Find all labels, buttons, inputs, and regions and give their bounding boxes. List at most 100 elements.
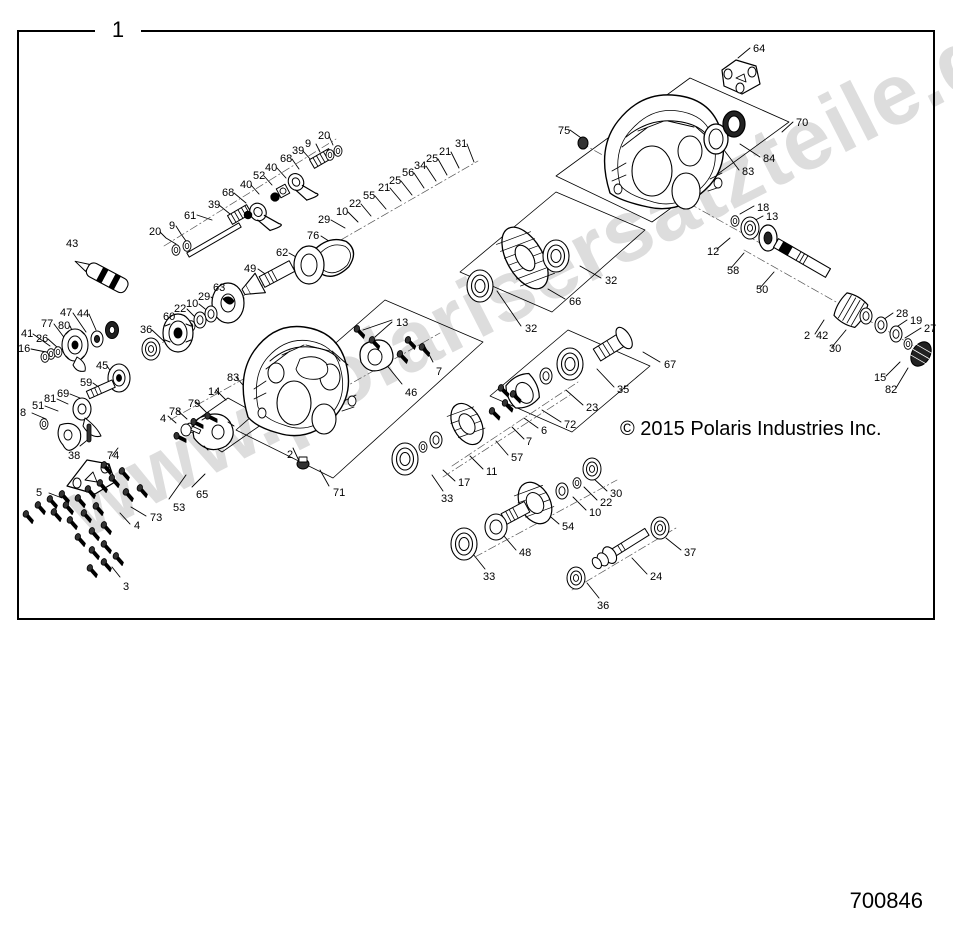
callout-number: 83 <box>742 166 755 178</box>
callout-number: 21 <box>439 146 452 158</box>
callout-number: 31 <box>455 138 468 150</box>
callout-number: 70 <box>796 117 809 129</box>
callout-number: 37 <box>684 547 697 559</box>
callout-number: 75 <box>558 125 571 137</box>
callout-number: 59 <box>80 377 93 389</box>
callout-number: 61 <box>184 210 197 222</box>
callout-number: 74 <box>107 450 120 462</box>
callout-number: 56 <box>402 167 415 179</box>
callout-number: 33 <box>483 571 496 583</box>
callout-number: 44 <box>77 308 90 320</box>
callout-number: 22 <box>600 497 613 509</box>
callout-number: 7 <box>526 436 533 448</box>
callout-number: 68 <box>280 153 293 165</box>
callout-number: 11 <box>486 466 498 478</box>
callout-number: 18 <box>757 202 770 214</box>
callout-number: 15 <box>874 372 887 384</box>
callout-number: 53 <box>173 502 186 514</box>
callout-number: 77 <box>41 318 54 330</box>
callout-number: 29 <box>318 214 331 226</box>
callout-number: 26 <box>36 333 49 345</box>
callout-number: 83 <box>227 372 240 384</box>
diagram-reference-number: 700846 <box>849 888 923 913</box>
callout-number: 57 <box>511 452 524 464</box>
callout-number: 36 <box>597 600 610 612</box>
callout-number: 8 <box>20 407 27 419</box>
callout-number: 42 <box>816 330 829 342</box>
callout-number: 20 <box>318 130 331 142</box>
callout-number: 33 <box>441 493 454 505</box>
callout-number: 39 <box>292 145 305 157</box>
callout-number: 58 <box>727 265 740 277</box>
callout-number: 48 <box>519 547 532 559</box>
callout-number: 4 <box>134 520 141 532</box>
callout-number: 22 <box>174 303 187 315</box>
callout-number: 49 <box>244 263 257 275</box>
callout-number: 46 <box>405 387 418 399</box>
callout-number: 36 <box>140 324 153 336</box>
callout-number: 40 <box>240 179 253 191</box>
callout-number: 43 <box>66 238 79 250</box>
callout-number: 6 <box>541 425 548 437</box>
callout-number: 73 <box>150 512 163 524</box>
callout-number: 28 <box>896 308 909 320</box>
callout-number: 5 <box>36 487 43 499</box>
callout-number: 12 <box>707 246 720 258</box>
callout-number: 25 <box>389 175 402 187</box>
callout-number: 10 <box>336 206 349 218</box>
callout-number: 55 <box>363 190 376 202</box>
callout-number: 30 <box>610 488 623 500</box>
callout-number: 66 <box>569 296 582 308</box>
callout-number: 39 <box>208 199 221 211</box>
callout-number: 22 <box>349 198 362 210</box>
callout-number: 32 <box>525 323 538 335</box>
callout-number: 32 <box>605 275 618 287</box>
callout-number: 78 <box>169 406 182 418</box>
callout-number: 14 <box>208 386 221 398</box>
callout-number: 41 <box>21 328 34 340</box>
callout-number: 20 <box>149 226 162 238</box>
callout-number: 60 <box>163 311 176 323</box>
callout-number: 24 <box>650 571 663 583</box>
callout-number: 13 <box>766 211 779 223</box>
callout-number: 64 <box>753 43 766 55</box>
callout-number: 27 <box>924 323 937 335</box>
callout-number: 40 <box>265 162 278 174</box>
callout-number: 7 <box>436 366 443 378</box>
callout-number: 35 <box>617 384 630 396</box>
callout-number: 71 <box>333 487 346 499</box>
callout-number: 2 <box>804 330 811 342</box>
callout-number: 9 <box>169 220 176 232</box>
callout-number: 16 <box>18 343 31 355</box>
callout-number: 63 <box>213 282 226 294</box>
callout-number: 9 <box>305 138 312 150</box>
callout-number: 10 <box>589 507 602 519</box>
callout-number: 52 <box>253 170 266 182</box>
callout-number: 50 <box>756 284 769 296</box>
callout-number: 30 <box>829 343 842 355</box>
callout-number: 65 <box>196 489 209 501</box>
callout-number: 54 <box>562 521 575 533</box>
callout-number: 47 <box>60 307 73 319</box>
callout-number: 25 <box>426 153 439 165</box>
callout-number: 80 <box>58 320 71 332</box>
callout-number: 72 <box>564 419 577 431</box>
callout-number: 67 <box>664 359 677 371</box>
callout-number: 4 <box>160 413 167 425</box>
callout-number: 19 <box>910 315 923 327</box>
callout-number: 82 <box>885 384 898 396</box>
copyright-notice: © 2015 Polaris Industries Inc. <box>620 418 882 440</box>
diagram-frame <box>17 30 935 620</box>
callout-number: 17 <box>458 477 471 489</box>
callout-number: 68 <box>222 187 235 199</box>
callout-number: 23 <box>586 402 599 414</box>
callout-number: 2 <box>287 449 294 461</box>
callout-number: 79 <box>188 398 201 410</box>
callout-number: 3 <box>123 581 130 593</box>
figure-number-label: 1 <box>95 19 141 41</box>
callout-number: 84 <box>763 153 776 165</box>
callout-number: 62 <box>276 247 289 259</box>
callout-number: 51 <box>32 400 45 412</box>
